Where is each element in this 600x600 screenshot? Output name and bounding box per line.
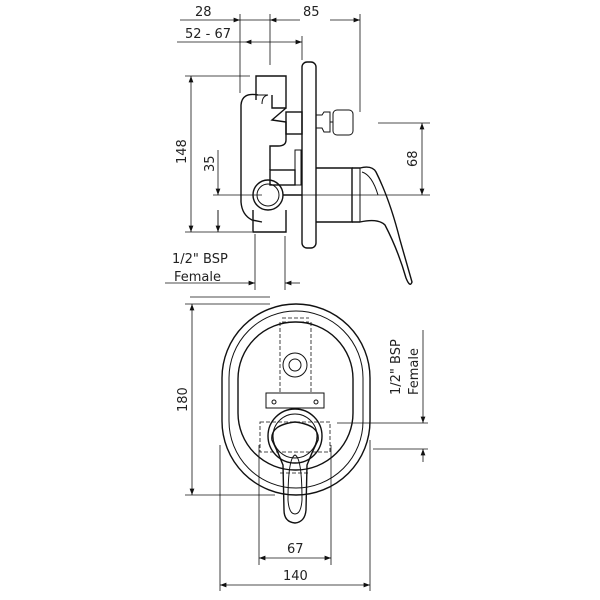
thread-label: 1/2" BSP xyxy=(172,252,228,267)
dim-35-label: 35 xyxy=(203,155,218,172)
dim-68-label: 68 xyxy=(406,150,421,167)
front-thread-label: 1/2" BSP xyxy=(389,339,404,395)
dim-85-label: 85 xyxy=(303,5,320,20)
dim-140-label: 140 xyxy=(283,569,308,584)
dim-52-67-label: 52 - 67 xyxy=(185,27,231,42)
dim-180-label: 180 xyxy=(176,387,191,412)
front-thread-type-label: Female xyxy=(407,348,422,395)
side-view: 28 85 52 - 67 148 35 68 1/2" BSP Female xyxy=(165,5,430,298)
thread-type-label: Female xyxy=(174,270,221,285)
front-view: 180 67 140 1/2" BSP Female xyxy=(176,303,428,591)
dim-148-label: 148 xyxy=(175,139,190,164)
dim-67-label: 67 xyxy=(287,542,304,557)
dim-28-label: 28 xyxy=(195,5,212,20)
